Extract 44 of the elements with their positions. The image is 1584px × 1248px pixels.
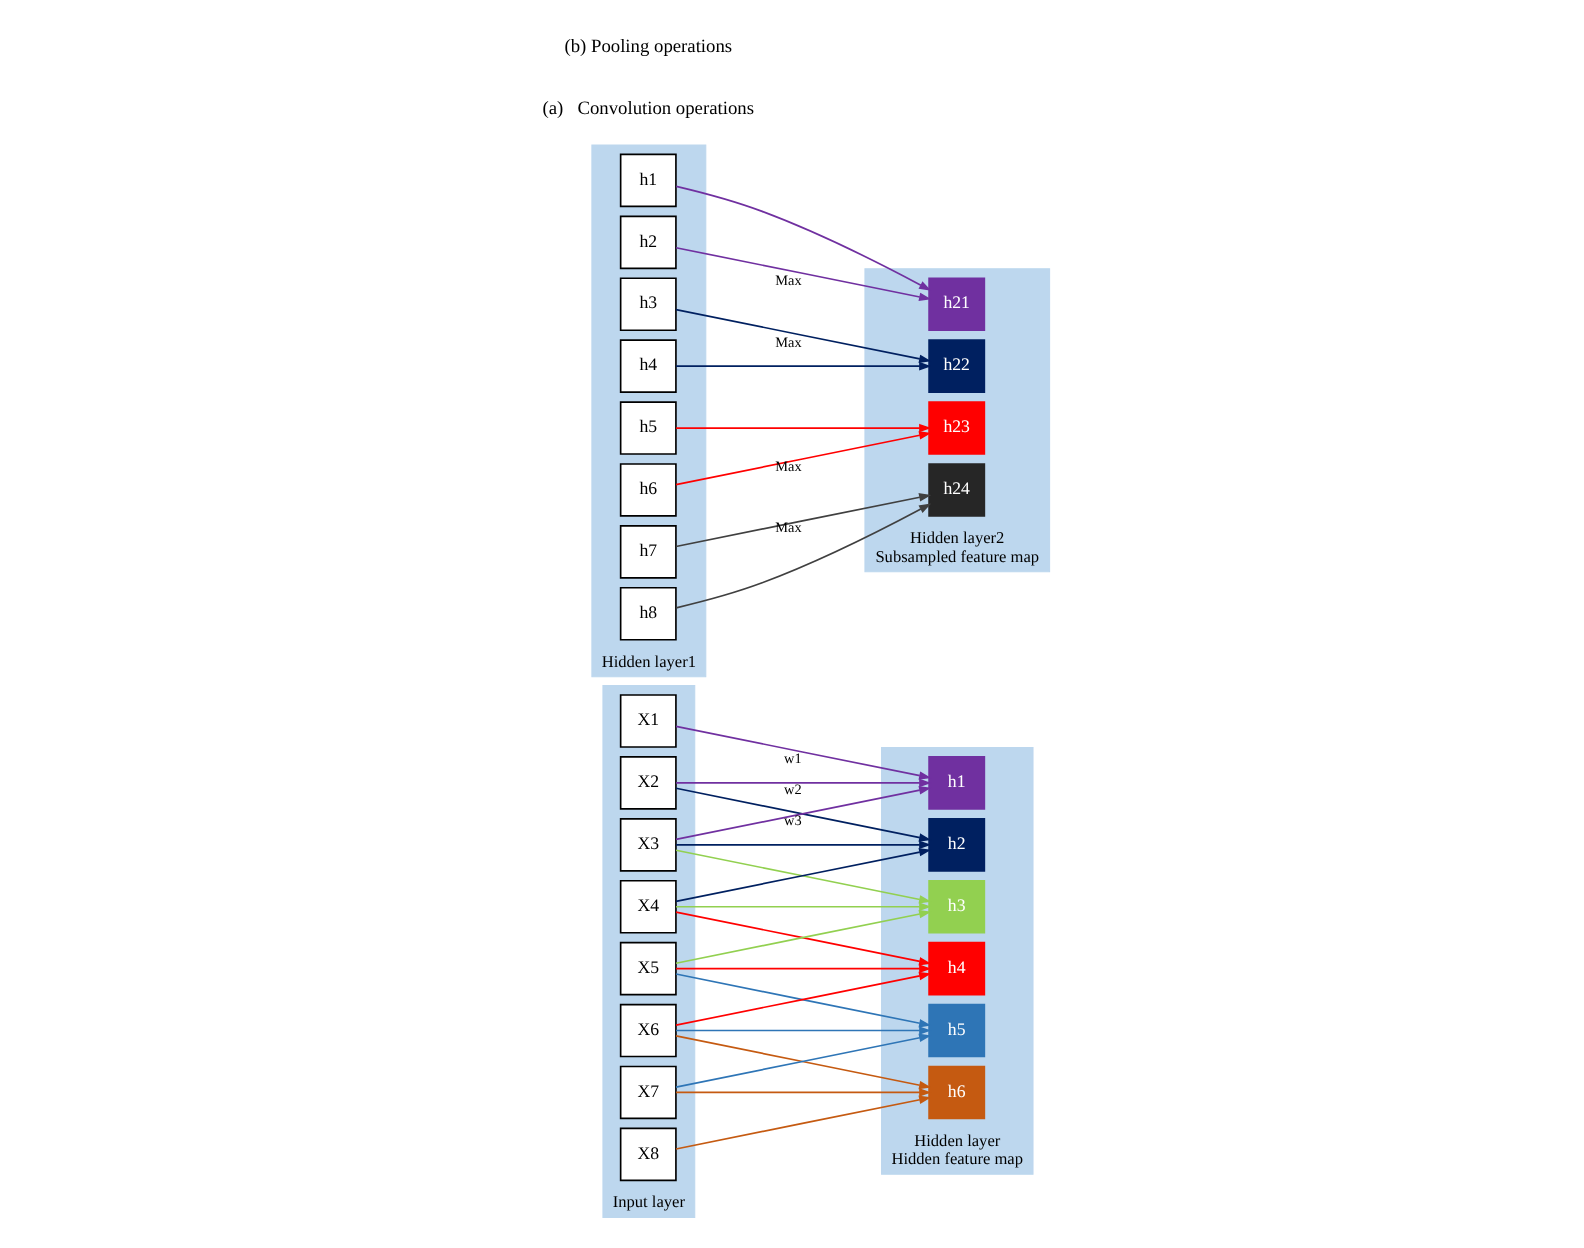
arrow [675, 1088, 932, 1097]
arrow [675, 493, 932, 548]
arrow [675, 725, 932, 780]
node-box: h1 [928, 756, 986, 810]
arrow [675, 246, 932, 302]
arrow [675, 423, 932, 433]
arrow [675, 185, 932, 291]
node-box: h4 [619, 339, 677, 393]
node-box: h6 [928, 1065, 986, 1120]
node-box: h2 [928, 818, 986, 872]
arrow [675, 1095, 932, 1150]
arrow [675, 361, 932, 371]
node-box: h21 [928, 277, 986, 332]
node-box: h24 [928, 463, 986, 517]
node-box: h2 [619, 215, 677, 270]
node-box: h6 [619, 463, 677, 517]
arrow [675, 431, 932, 486]
node-box: X1 [619, 694, 677, 748]
node-box: X2 [619, 756, 677, 810]
node-box: h23 [928, 401, 986, 455]
node-box: h22 [928, 339, 986, 393]
node-box: X6 [619, 1003, 677, 1058]
node-box: h8 [619, 586, 677, 641]
node-box: X3 [619, 818, 677, 872]
label: (a) Convolution operations [542, 100, 755, 121]
node-box: h3 [928, 879, 986, 934]
node-box: h1 [619, 153, 677, 208]
node-box: h4 [928, 941, 986, 996]
node-box: X7 [619, 1065, 677, 1120]
node-box: h3 [619, 277, 677, 332]
node-box: h5 [619, 401, 677, 455]
arrow [675, 964, 932, 973]
node-box: h7 [619, 525, 677, 579]
node-box: h5 [928, 1003, 986, 1058]
arrow [675, 902, 932, 911]
arrow [675, 840, 932, 850]
arrow [675, 308, 932, 363]
arrow [675, 1026, 932, 1035]
node-box: X4 [619, 879, 677, 934]
arrow [675, 778, 932, 788]
label: (b) Pooling operations [564, 38, 733, 59]
arrow [675, 503, 932, 609]
node-box: X5 [619, 941, 677, 996]
node-box: X8 [619, 1127, 677, 1182]
